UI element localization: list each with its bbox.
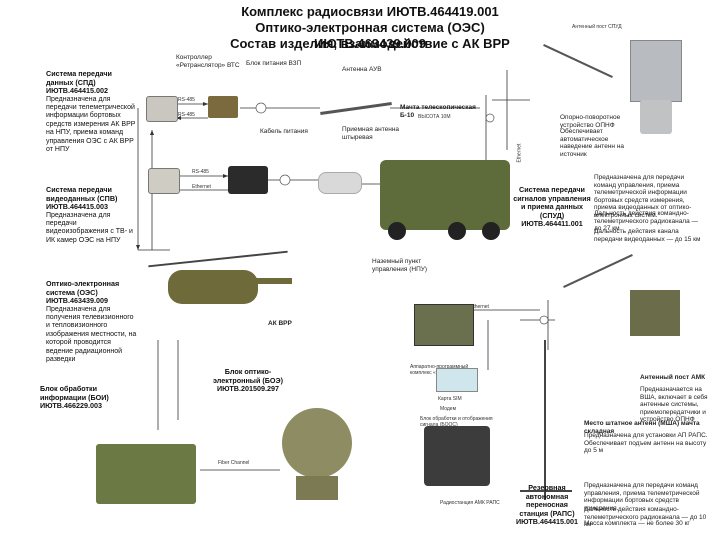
spd-unit-label: Контроллер «Ретранслятор» ВТС [176,54,240,69]
fiber-label: Fiber Channel [218,460,250,466]
spud-desc: Предназначена для передачи команд управл… [594,174,692,219]
spd-block: Система передачи данных (СПД) ИЮТВ.46441… [46,69,138,154]
spd-unit-image [146,96,178,122]
boi-image [96,444,196,504]
helicopter-image [148,248,292,328]
antenna-controller-image [208,96,238,118]
boe-block: Блок оптико-электронный (БОЭ) ИЮТВ.20150… [210,367,286,394]
spud-range-2: Дальность действия канала передачи видео… [594,228,701,243]
card-label: Карта SIM [438,396,462,402]
raps-name: Резервная автономная переносная станция … [519,483,575,518]
spd-code: ИЮТВ.464415.002 [46,86,108,95]
connector-circle-3 [485,113,495,123]
spd-desc: Предназначена для передачи телеметрическ… [46,95,136,153]
raps-code: ИЮТВ.464415.001 [516,517,578,526]
boe-name: Блок оптико-электронный (БОЭ) [212,367,284,385]
antenna-top-desc-2: Обеспечивает автоматическое наведение ан… [560,128,625,158]
vehicle-label: Наземный пункт управления (НПУ) [372,258,428,273]
rs485-label-a: RS-485 [178,97,195,103]
lvx-label: Блок обработки и отображения сигнала (БО… [420,416,493,428]
arrow-4 [136,245,140,250]
ethernet-label-c: Ethernet [516,143,523,163]
tripod-base-image [520,490,572,492]
svd-block: Система передачи видеоданных (СПВ) ИЮТВ.… [46,185,138,245]
vehicle-wheel-3 [482,222,500,240]
card-image [436,368,478,392]
panel-antenna-image [630,40,682,102]
boe-base-image [296,476,338,500]
boi-name: Блок обработки информации (БОИ) [40,384,109,402]
antenna-post-box-image [630,290,680,336]
mast-unit-label: Место штатное антенн (МША) мачта складна… [584,420,700,435]
mast-label: Мачта телескопическая Б-10 [400,104,476,119]
header-line-3: Состав изделия, взаимодействие с АК ВРР [230,36,510,51]
arrow-2 [176,116,181,120]
spd-name: Система передачи данных (СПД) [46,69,112,87]
vehicle-image [380,160,510,230]
raps-mass: Масса комплекта — не более 30 кг [584,520,690,527]
boe-gimbal-image [282,408,352,478]
mast-sub-label: ВЫСОТА 10М [418,114,451,120]
boi-block: Блок обработки информации (БОИ) ИЮТВ.466… [40,384,116,411]
rs485-label-b: RS-485 [178,112,195,118]
helicopter-label: АК ВРР [268,320,292,327]
arrow-5 [150,130,154,135]
tripod-image [544,340,546,500]
antenna-post-label: Антенный пост АМК [640,374,706,381]
spud-name: Система передачи сигналов управления и п… [513,185,591,220]
connector-circle-1 [255,102,267,114]
spud-block: Система передачи сигналов управления и п… [512,185,592,229]
modem-label: Модем [440,406,457,412]
yagi-antenna-top-image [540,40,620,100]
antenna-top-label: Антенный пост СПУД [572,24,622,30]
mast-unit-desc: Предназначена для установки АП РАПС. Обе… [584,432,708,454]
oes-code: ИЮТВ.463439.009 [46,296,108,305]
case-image [424,426,490,486]
connector-circle-4 [539,315,549,325]
rotator-image [640,100,672,134]
yagi-antenna-bottom-image [560,240,640,310]
spud-code: ИЮТВ.464411.001 [521,219,583,228]
laptop-image [414,304,474,346]
cylinder-image [318,172,362,194]
svd-code: ИЮТВ.464415.003 [46,202,108,211]
svd-name: Система передачи видеоданных (СПВ) [46,185,118,203]
case-label: Радиостанция АМК РАПС [440,500,500,506]
svd-unit-image [148,168,180,194]
connector-circle-2 [279,174,291,186]
raps-desc: Предназначена для передачи команд управл… [584,482,700,512]
header-line-1: Комплекс радиосвязи ИЮТВ.464419.001 [241,4,499,19]
rs485-label-c: RS-485 [192,169,209,175]
psu-label: Кабель питания [260,128,308,135]
boe-code: ИЮТВ.201509.297 [217,384,279,393]
boi-code: ИЮТВ.466229.003 [40,401,102,410]
vehicle-wheel-1 [388,222,406,240]
vehicle-wheel-2 [448,222,466,240]
raps-range: Дальность действия командно-телеметричес… [584,506,707,528]
header-line-2: Оптико-электронная система (ОЭС) ИЮТВ.46… [255,20,485,51]
spud-range-1: Дальность действия командно-телеметричес… [594,210,699,232]
svd-desc: Предназначена для передачи видеоизображе… [46,211,133,244]
antenna-top-desc: Опорно-поворотное устройство ОПНФ [560,114,621,129]
ethernet-label-a: Ethernet [192,184,211,190]
controller-label: Блок питания ВЗП [246,60,302,67]
oes-desc: Предназначена для получения телевизионно… [46,305,137,363]
cylinder-label: Приемная антенна штыревая [342,126,400,141]
oes-name: Оптико-электронная система (ОЭС) [46,279,120,297]
arrow-3 [223,174,228,178]
psu-image [228,166,268,194]
raps-block: Резервная автономная переносная станция … [512,483,582,527]
oes-block: Оптико-электронная система (ОЭС) ИЮТВ.46… [46,279,138,364]
rod-antenna-label: Антенна АУВ [342,66,382,73]
antenna-post-desc: Предназначается на ВША, включает в себя … [640,386,708,423]
ethernet-label-b: Ethernet [470,304,489,310]
arrow-1 [203,102,208,106]
